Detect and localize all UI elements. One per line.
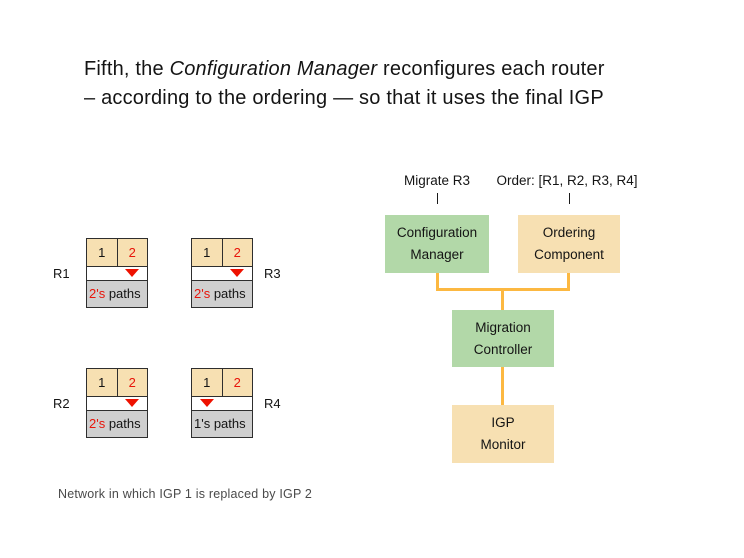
active-igp-arrow-icon <box>200 399 214 407</box>
figure-caption: Network in which IGP 1 is replaced by IG… <box>58 487 313 501</box>
active-igp-row <box>87 267 147 281</box>
igp-monitor-line1: IGP <box>491 415 515 430</box>
paths-igp-number: 1's <box>194 416 211 431</box>
paths-row: 2's paths <box>87 281 147 307</box>
annotation-connector-line <box>437 193 438 204</box>
paths-row: 2's paths <box>87 411 147 437</box>
configuration-manager-line2: Manager <box>410 247 464 262</box>
active-igp-row <box>87 397 147 411</box>
annotation-migrate-r3: Migrate R3 <box>403 173 471 188</box>
igp-header-row: 1 2 <box>192 239 252 267</box>
migration-controller-line2: Controller <box>473 341 533 357</box>
connector-to-migration-controller <box>501 291 504 310</box>
migration-controller-line1: Migration <box>475 319 531 335</box>
paths-igp-number: 2's <box>89 286 106 301</box>
active-igp-arrow-icon <box>125 399 139 407</box>
router-table-r1: 1 2 2's paths <box>86 238 148 308</box>
igp1-cell: 1 <box>192 239 223 266</box>
paths-word: paths <box>105 286 141 301</box>
igp2-cell: 2 <box>117 239 147 266</box>
router-table-r3: 1 2 2's paths <box>191 238 253 308</box>
connector-ordering-down <box>567 273 570 291</box>
active-igp-arrow-icon <box>125 269 139 277</box>
slide-title: Fifth, the Configuration Manager reconfi… <box>84 55 704 113</box>
igp2-cell: 2 <box>117 369 147 396</box>
router-table-r4: 1 2 1's paths <box>191 368 253 438</box>
ordering-component-line2: Component <box>534 247 604 262</box>
paths-row: 1's paths <box>192 411 252 437</box>
paths-word: paths <box>210 416 246 431</box>
igp2-cell: 2 <box>222 369 252 396</box>
router-label-r3: R3 <box>264 266 281 281</box>
igp1-cell: 1 <box>87 239 118 266</box>
igp-header-row: 1 2 <box>87 239 147 267</box>
igp2-cell: 2 <box>222 239 252 266</box>
router-label-r2: R2 <box>53 396 70 411</box>
title-line-1: Fifth, the Configuration Manager reconfi… <box>84 55 704 84</box>
annotation-order-list: Order: [R1, R2, R3, R4] <box>496 173 638 188</box>
paths-word: paths <box>210 286 246 301</box>
igp1-cell: 1 <box>192 369 223 396</box>
connector-horizontal-join <box>436 288 570 291</box>
title-line-2: – according to the ordering — so that it… <box>84 87 604 109</box>
igp-header-row: 1 2 <box>192 369 252 397</box>
connector-to-igp-monitor <box>501 367 504 405</box>
configuration-manager-box: Configuration Manager <box>385 215 489 273</box>
title-line1-prefix: Fifth, the <box>84 58 170 80</box>
active-igp-arrow-icon <box>230 269 244 277</box>
igp-monitor-box: IGP Monitor <box>452 405 554 463</box>
router-label-r4: R4 <box>264 396 281 411</box>
configuration-manager-line1: Configuration <box>396 225 478 240</box>
active-igp-row <box>192 267 252 281</box>
ordering-component-line1: Ordering <box>542 225 596 240</box>
igp-monitor-line2: Monitor <box>480 437 526 452</box>
paths-igp-number: 2's <box>89 416 106 431</box>
paths-row: 2's paths <box>192 281 252 307</box>
active-igp-row <box>192 397 252 411</box>
igp1-cell: 1 <box>87 369 118 396</box>
paths-word: paths <box>105 416 141 431</box>
paths-igp-number: 2's <box>194 286 211 301</box>
connector-configmgr-down <box>436 273 439 291</box>
annotation-connector-line <box>569 193 570 204</box>
ordering-component-box: Ordering Component <box>518 215 620 273</box>
title-line1-italic: Configuration Manager <box>169 58 378 80</box>
title-line1-suffix: reconfigures each router <box>377 58 605 80</box>
migration-controller-box: Migration Controller <box>452 310 554 367</box>
router-table-r2: 1 2 2's paths <box>86 368 148 438</box>
igp-header-row: 1 2 <box>87 369 147 397</box>
router-label-r1: R1 <box>53 266 70 281</box>
